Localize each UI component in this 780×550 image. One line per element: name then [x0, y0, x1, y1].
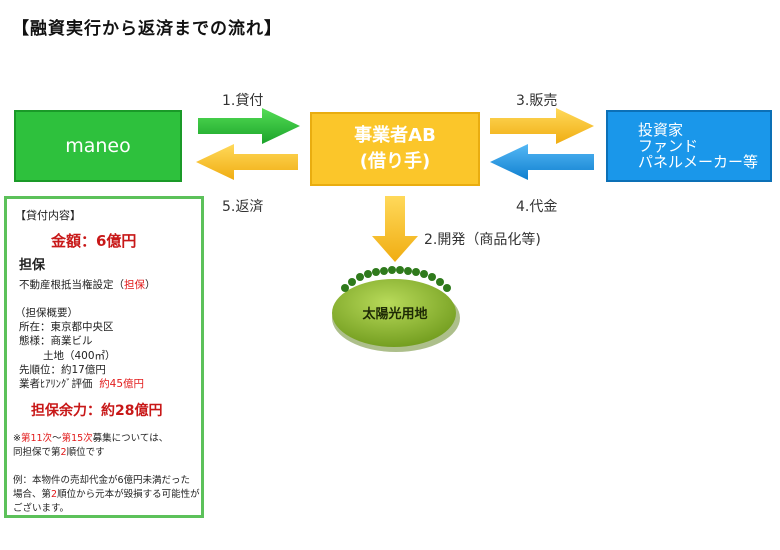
sell-arrow	[490, 108, 594, 144]
sell-label: 3.販売	[516, 93, 558, 109]
panel-heading: 【貸付内容】	[15, 209, 81, 222]
investors-label: 投資家	[638, 121, 684, 139]
property-type: 態様：商業ビル	[19, 335, 93, 347]
borrower-label: (借り手)	[359, 151, 431, 172]
land-ellipse	[332, 279, 456, 347]
repay-label: 5.返済	[222, 199, 264, 215]
fund-label: ファンド	[638, 137, 699, 155]
example-line-3: ございます。	[13, 503, 70, 514]
repay-arrow	[196, 144, 298, 180]
collateral-margin: 担保余力：約28億円	[31, 403, 163, 419]
business-ab-label: 事業者AB	[354, 125, 436, 146]
lend-arrow	[198, 108, 300, 144]
overview-title: （担保概要）	[15, 307, 78, 319]
example-line-1: 例：本物件の売却代金が6億円未満だった	[13, 475, 191, 486]
panel-maker-label: パネルメーカー等	[638, 153, 759, 171]
business-ab-box: 事業者AB (借り手)	[310, 112, 480, 186]
senior-lien: 先順位：約17億円	[19, 364, 106, 376]
example-line-2: 場合、第2順位から元本が毀損する可能性が	[13, 489, 200, 500]
tree-icon	[341, 266, 451, 292]
develop-label: 2.開発（商品化等)	[424, 232, 541, 248]
lend-label: 1.貸付	[222, 93, 264, 109]
location: 所在：東京都中央区	[19, 321, 114, 333]
investors-box: 投資家 ファンド パネルメーカー等	[606, 110, 772, 182]
loan-amount: 金額：6億円	[51, 232, 137, 250]
note-line-2: 同担保で第2順位です	[13, 447, 105, 458]
land-area: 土地（400㎡）	[43, 350, 116, 362]
land-label: 太陽光用地	[362, 307, 428, 322]
develop-arrow	[372, 196, 418, 262]
note-line-1: ※第11次～第15次募集については、	[13, 433, 169, 444]
maneo-label: maneo	[65, 135, 131, 157]
collateral-title: 担保	[19, 258, 46, 273]
page-title: 【融資実行から返済までの流れ】	[12, 19, 282, 39]
loan-details-panel: 【貸付内容】 金額：6億円 担保 不動産根抵当権設定（担保） （担保概要） 所在…	[4, 196, 204, 518]
hearing-valuation: 業者ﾋｱﾘﾝｸﾞ評価 約45億円	[19, 378, 145, 390]
maneo-box: maneo	[14, 110, 182, 182]
payment-arrow	[490, 144, 594, 180]
collateral-description: 不動産根抵当権設定（担保）	[19, 279, 156, 291]
payment-label: 4.代金	[516, 199, 558, 215]
